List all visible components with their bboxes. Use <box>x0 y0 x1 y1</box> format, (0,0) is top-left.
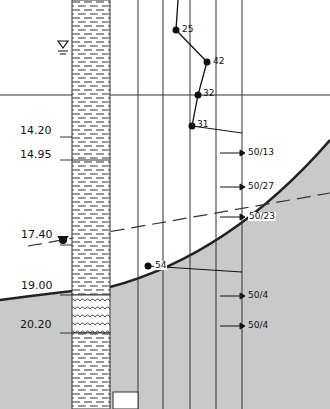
spt-value: 50/13 <box>248 148 274 157</box>
spt-value: 50/23 <box>248 212 276 221</box>
depth-label: 19.00 <box>20 280 54 291</box>
spt-value: 31 <box>197 120 208 129</box>
depth-label: 17.40 <box>20 229 54 240</box>
spt-value: 54 <box>154 261 167 270</box>
depth-label: 14.20 <box>20 125 52 136</box>
spt-value: 50/4 <box>248 321 268 330</box>
spt-value: 50/27 <box>248 182 274 191</box>
depth-label: 20.20 <box>20 319 52 330</box>
spt-value: 25 <box>182 25 193 34</box>
spt-value: 32 <box>203 89 214 98</box>
spt-value: 50/4 <box>248 291 268 300</box>
spt-value: 42 <box>213 57 224 66</box>
depth-label: 14.95 <box>20 149 52 160</box>
